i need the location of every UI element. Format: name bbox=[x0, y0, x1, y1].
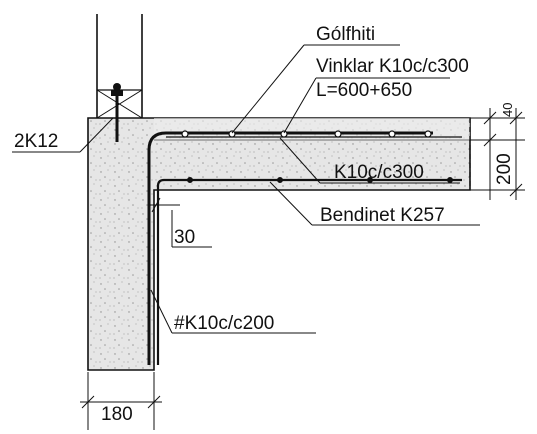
dimension-right bbox=[470, 108, 525, 200]
dimension-slab-thickness: 200 bbox=[494, 153, 515, 185]
label-angle-bars: Vinklar K10c/c300 bbox=[316, 56, 469, 77]
upper-wall bbox=[96, 14, 143, 119]
dimension-bottom bbox=[80, 372, 162, 430]
label-tie-bars: 2K12 bbox=[14, 131, 58, 152]
leader-lines bbox=[12, 44, 480, 334]
bar-sections bbox=[181, 130, 454, 184]
dimension-cover bbox=[150, 197, 180, 213]
label-top-bars: K10c/c300 bbox=[334, 162, 424, 183]
dimension-wall-width: 180 bbox=[101, 404, 133, 425]
angle-bar bbox=[147, 131, 433, 365]
dimension-top-layer: 40 bbox=[500, 103, 515, 117]
reinforcement bbox=[147, 131, 462, 365]
anchor-bolt bbox=[111, 83, 123, 142]
concrete-section bbox=[87, 117, 471, 371]
mesh-bar bbox=[156, 178, 462, 365]
label-floor-heating: Gólfhiti bbox=[316, 24, 375, 45]
label-mesh: Bendinet K257 bbox=[320, 205, 445, 226]
label-angle-length: L=600+650 bbox=[316, 80, 412, 101]
label-wall-mesh: #K10c/c200 bbox=[174, 313, 274, 334]
label-cover: 30 bbox=[174, 227, 195, 248]
